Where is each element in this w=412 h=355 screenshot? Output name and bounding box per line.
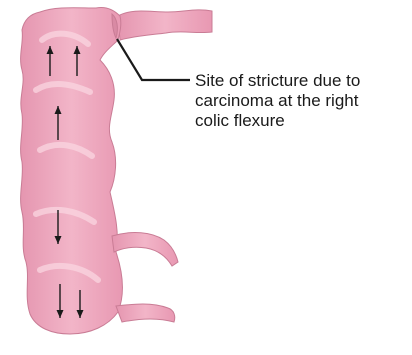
annotation-line-3: colic flexure [195, 111, 285, 130]
annotation-line-1: Site of stricture due to [195, 71, 360, 90]
appendix-tube [116, 304, 175, 322]
annotation-leader-line [117, 39, 190, 80]
annotation-line-2: carcinoma at the right [195, 91, 359, 110]
transverse-colon [118, 10, 212, 40]
ascending-colon [21, 7, 123, 334]
ileum-tube [112, 233, 178, 266]
